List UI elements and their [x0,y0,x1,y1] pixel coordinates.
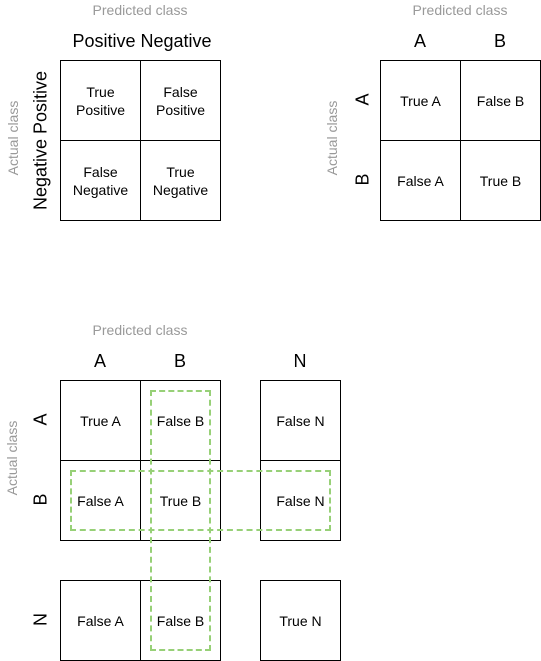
column-header-b: B [173,351,187,371]
column-header-b: B [493,31,507,51]
cell-true-a: True A [60,380,141,461]
cell-true-a: True A [380,60,461,141]
cell-false-b: False B [140,380,221,461]
row-header-n: N [30,613,51,626]
cell-line: False [83,163,118,180]
cell-line: False [163,83,198,100]
cell-false-a: False A [60,580,141,661]
cell-false-a: False A [60,460,141,541]
cell-true-n: True N [260,580,341,661]
cell-false-n: False N [260,380,341,461]
cell-false-b: False B [460,60,541,141]
row-header: Negative Positive [30,70,51,211]
cell-line: Positive [155,101,206,118]
actual-class-label: Actual class [4,420,20,496]
row-header-a: A [30,413,51,426]
cell-false-n: False N [260,460,341,541]
cell-line: Negative [72,181,129,198]
cell-line: Positive [75,101,126,118]
column-header: Positive Negative [72,31,212,51]
cell-line: Negative [152,181,209,198]
cell-line: True [166,163,195,180]
cell-false-a: False A [380,140,461,221]
row-header-b: B [352,173,373,186]
predicted-class-label: Predicted class [92,2,188,18]
cell-line: True [86,83,115,100]
cell-false-b: False B [140,580,221,661]
column-header-a: A [413,31,427,51]
predicted-class-label: Predicted class [92,322,188,338]
actual-class-label: Actual class [324,100,340,176]
cell-true-b: True B [140,460,221,541]
row-header-b: B [30,493,51,506]
column-header-n: N [293,351,307,371]
cell-true-b: True B [460,140,541,221]
row-header-a: A [352,93,373,106]
actual-class-label: Actual class [5,100,21,176]
predicted-class-label: Predicted class [412,2,508,18]
column-header-a: A [93,351,107,371]
